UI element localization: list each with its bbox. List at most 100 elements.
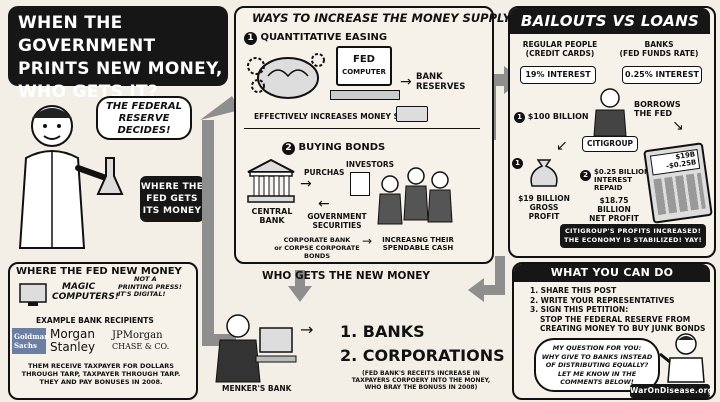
- repaid-line3: REPAID: [594, 184, 623, 192]
- gov-sec-line1: GOVERNMENT: [307, 212, 367, 221]
- corp-bonds-line2: or CORPSE CORPORATE BONDS: [274, 244, 360, 260]
- gs-line1: Goldman: [14, 332, 50, 341]
- not-printing-line2: PRINTING PRESS!: [118, 282, 182, 291]
- billion-num-badge: 1: [514, 112, 525, 123]
- profits-banner: CITIGROUP'S PROFITS INCREASED! THE ECONO…: [560, 224, 706, 248]
- watermark-badge[interactable]: WarOnDisease.org: [630, 384, 713, 398]
- profits-line2: THE ECONOMY IS STABILIZED! YAY!: [564, 236, 702, 244]
- bank-reserves-label: BANK RESERVES: [416, 72, 465, 92]
- step-petition-line2: STOP THE FEDERAL RESERVE FROM: [540, 314, 691, 324]
- arrow-spendable: →: [362, 234, 373, 248]
- banks-line1: BANKS: [644, 40, 674, 49]
- tarp-line1: THEM RECEIVE TAXPAYER FOR DOLLARS: [28, 362, 174, 370]
- banker-illustration: [593, 88, 627, 137]
- step-share: 1. SHARE THIS POST: [530, 286, 617, 295]
- scientist-illustration: [18, 105, 124, 249]
- central-bank-label: CENTRAL BANK: [248, 207, 296, 225]
- investors-label: INVESTORS: [346, 160, 395, 169]
- not-printing-line3: IT'S DIGITAL!: [118, 290, 166, 298]
- bonds-heading: 2 BUYING BONDS: [282, 142, 385, 155]
- net-line2: NET PROFIT: [589, 214, 639, 223]
- speech-fed-line1: THE FEDERAL: [105, 101, 183, 112]
- spendable-line1: INCREASNG THEIR: [382, 236, 454, 244]
- speech-fed-line3: DECIDES!: [117, 125, 171, 136]
- calculator-icon: $19B -$0.25B: [643, 142, 713, 224]
- morgan-stanley-logo: Morgan Stanley: [50, 328, 95, 354]
- arrow-to-banks: →: [300, 320, 314, 339]
- question-line4: LET ME KNOW IN THE: [557, 369, 637, 378]
- gross-line2: GROSS PROFIT: [528, 203, 560, 221]
- step-petition-line3: CREATING MONEY TO BUY JUNK BONDS: [540, 324, 706, 333]
- central-bank-line1: CENTRAL: [251, 207, 293, 216]
- question-line1: MY QUESTION FOR YOU:: [552, 344, 642, 352]
- rate-banks-pill: 0.25% INTEREST: [622, 66, 702, 84]
- gross-line1: $19 BILLION: [518, 194, 570, 203]
- gs-line2: Sachs: [14, 341, 37, 350]
- qe-effect-text: EFFECTIVELY INCREASES MONEY SUPPLY: [254, 112, 426, 121]
- spendable-cash-label: INCREASNG THEIR SPENDABLE CASH: [378, 236, 458, 252]
- arrow-purchase: →: [300, 176, 312, 192]
- rate-regular-pill: 19% INTEREST: [520, 66, 596, 84]
- jpmorgan-logo: JPMorgan CHASE & CO.: [112, 330, 169, 352]
- spendable-line2: SPENDABLE CASH: [382, 244, 454, 252]
- tarp-line2: THROUGH TARP, TAXPAYER THROUGH TARP.: [21, 370, 181, 378]
- net-profit-label: $18.75 BILLION NET PROFIT: [584, 196, 644, 223]
- ms-line2: Stanley: [50, 340, 96, 354]
- regular-line2: (CREDIT CARDS): [525, 49, 595, 58]
- arrow-citi-left: ↙: [556, 138, 568, 154]
- tarp-line3: THEY AND PAY BONUSES IN 2008.: [39, 378, 163, 386]
- where-fed-line3: ITS MONEY: [142, 206, 202, 216]
- what-you-title: WHAT YOU CAN DO: [514, 264, 710, 282]
- gross-profit-label: $19 BILLION GROSS PROFIT: [514, 194, 574, 221]
- fed-computer-line2: COMPUTER: [342, 68, 386, 76]
- computer-icon: [19, 283, 47, 306]
- step-sign-petition: 3. SIGN THIS PETITION:: [530, 305, 629, 314]
- action-steps: 1. SHARE THIS POST 2. WRITE YOUR REPRESE…: [530, 286, 705, 334]
- central-bank-building-icon: [247, 158, 295, 203]
- step-write-reps: 2. WRITE YOUR REPRESENTATIVES: [530, 295, 675, 305]
- brain-gears-icon: [247, 53, 325, 99]
- arrow-to-reserves: →: [400, 74, 412, 90]
- regular-people-label: REGULAR PEOPLE (CREDIT CARDS): [512, 40, 608, 58]
- question-line2: WHY GIVE TO BANKS INSTEAD: [541, 352, 653, 361]
- fed-computer: FED COMPUTER: [336, 46, 392, 86]
- bank-reserves-line2: RESERVES: [416, 82, 466, 92]
- keyboard-icon: [330, 90, 400, 100]
- purchas-label: PURCHAS: [304, 168, 345, 177]
- borrows-fed-label: BORROWS THE FED: [634, 100, 681, 118]
- bonds-number-badge: 2: [282, 142, 295, 155]
- net-line1: $18.75 BILLION: [597, 196, 631, 214]
- citigroup-pill: CITIGROUP: [582, 136, 638, 152]
- money-bills-icon: [396, 106, 428, 122]
- magic-line1: MAGIC: [62, 282, 96, 292]
- tarp-text: THEM RECEIVE TAXPAYER FOR DOLLARS THROUG…: [12, 362, 190, 386]
- n1-badge: 1: [512, 158, 523, 169]
- presenter-illustration: [659, 333, 705, 383]
- main-title-box: WHEN THE GOVERNMENT PRINTS NEW MONEY, WH…: [8, 6, 228, 102]
- billion-100-label: 1 $100 BILLION: [514, 112, 589, 123]
- not-printing-label: NOT A PRINTING PRESS! IT'S DIGITAL!: [118, 275, 182, 299]
- magic-line2: COMPUTERS!: [52, 292, 119, 302]
- example-recipients-label: EXAMPLE BANK RECIPIENTS: [36, 316, 154, 325]
- n2-badge: 2: [580, 170, 591, 181]
- bank-reserves-line1: BANK: [416, 72, 443, 82]
- not-printing-line1: NOT A: [134, 275, 157, 283]
- receipts-line1: (FED BANK'S RECEITS INCREASE IN: [362, 370, 480, 377]
- receipts-note: (FED BANK'S RECEITS INCREASE IN TAXPAYER…: [346, 370, 496, 391]
- goldman-sachs-logo: Goldman Sachs: [12, 328, 50, 354]
- where-fed-line2: FED GETS: [146, 194, 198, 204]
- question-line5: COMMENTS BELOW!: [560, 378, 634, 386]
- borrows-line2: THE FED: [634, 109, 672, 118]
- repaid-line2: INTEREST: [594, 176, 633, 184]
- calculator-screen: $19B -$0.25B: [649, 148, 701, 176]
- ways-title: WAYS TO INCREASE THE MONEY SUPPLY: [252, 11, 511, 25]
- banks-fedfunds-label: BANKS (FED FUNDS RATE): [612, 40, 706, 58]
- where-fed-gets-box: WHERE THE FED GETS ITS MONEY: [140, 176, 204, 222]
- menker-bank-label: MENKER'S BANK: [222, 384, 292, 393]
- central-bank-line2: BANK: [259, 216, 285, 225]
- who-gets-banks: 1. BANKS: [340, 322, 425, 341]
- regular-line1: REGULAR PEOPLE: [522, 40, 598, 49]
- interest-repaid-label: $0.25 BILLION INTEREST REPAID: [594, 168, 650, 192]
- document-icon: [350, 172, 370, 196]
- main-title-line2: PRINTS NEW MONEY,: [18, 59, 223, 79]
